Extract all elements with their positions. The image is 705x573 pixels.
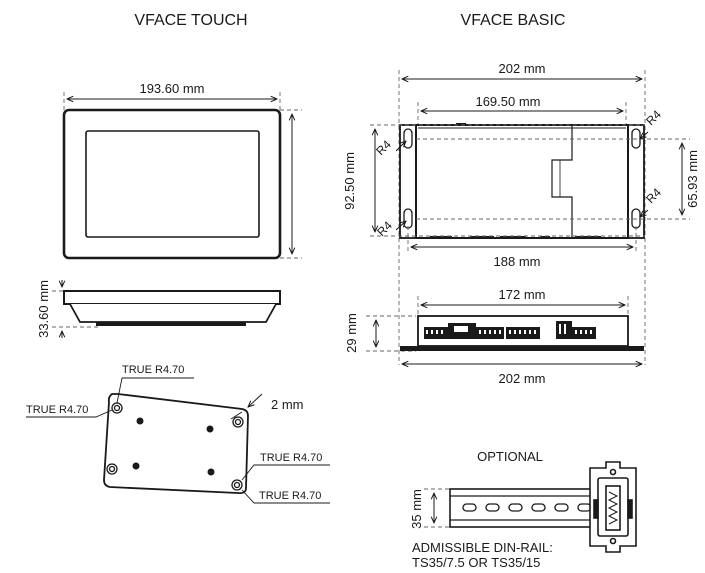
title-vface-basic: VFACE BASIC [461, 12, 566, 29]
radius-label-top-left: R4 [373, 137, 394, 158]
title-vface-touch: VFACE TOUCH [134, 12, 247, 29]
touch-side-mount [96, 322, 246, 326]
din-rail [449, 488, 599, 528]
basic-mount-spacing-label: 65.93 mm [685, 150, 700, 208]
basic-connector-width-label: 172 mm [499, 287, 546, 302]
basic-overall-width-top-label: 202 mm [499, 61, 546, 76]
basic-side-height-label: 29 mm [344, 313, 359, 353]
basic-inner-width-label: 169.50 mm [475, 94, 540, 109]
rail-caption-line2: TS35/7.5 OR TS35/15 [412, 555, 540, 570]
touch-front-view: 193.60 mm [62, 81, 302, 260]
basic-overall-width-bottom-label: 202 mm [499, 371, 546, 386]
touch-side-view: 33.60 mm [36, 280, 281, 338]
din-rail-section: OPTIONAL 35 mm ADMISSIBLE [409, 449, 637, 570]
din-clip [589, 461, 637, 553]
basic-right-ear [627, 124, 645, 239]
basic-hole-spacing-label: 188 mm [494, 254, 541, 269]
thickness-label: 2 mm [271, 397, 304, 412]
basic-top-view: 202 mm 169.50 mm [342, 61, 700, 365]
basic-side-view: 172 mm 29 mm 202 mm [344, 287, 644, 386]
basic-left-ear [399, 124, 417, 239]
touch-width-label: 193.60 mm [139, 81, 204, 96]
corner-label-right-top: TRUE R4.70 [260, 452, 322, 464]
basic-height-label: 92.50 mm [342, 152, 357, 210]
optional-label: OPTIONAL [477, 449, 543, 464]
touch-back-plate: TRUE R4.70 TRUE R4.70 TRUE R4.70 TRUE R4… [26, 364, 330, 504]
touch-side-body [69, 303, 277, 323]
basic-din-clip [551, 125, 573, 238]
basic-body [415, 124, 629, 239]
corner-label-top: TRUE R4.70 [122, 364, 184, 376]
rail-height-label: 35 mm [409, 489, 424, 529]
back-plate-outline [103, 393, 249, 495]
touch-depth-label: 33.60 mm [36, 280, 51, 338]
radius-label-bottom-right: R4 [643, 185, 664, 206]
basic-side-flange [400, 346, 644, 351]
corner-label-left: TRUE R4.70 [26, 404, 88, 416]
touch-side-bezel [63, 290, 281, 305]
touch-screen [85, 130, 260, 238]
radius-label-top-right: R4 [643, 107, 664, 128]
rail-caption-line1: ADMISSIBLE DIN-RAIL: [412, 540, 553, 555]
corner-label-right-bottom: TRUE R4.70 [259, 490, 321, 502]
